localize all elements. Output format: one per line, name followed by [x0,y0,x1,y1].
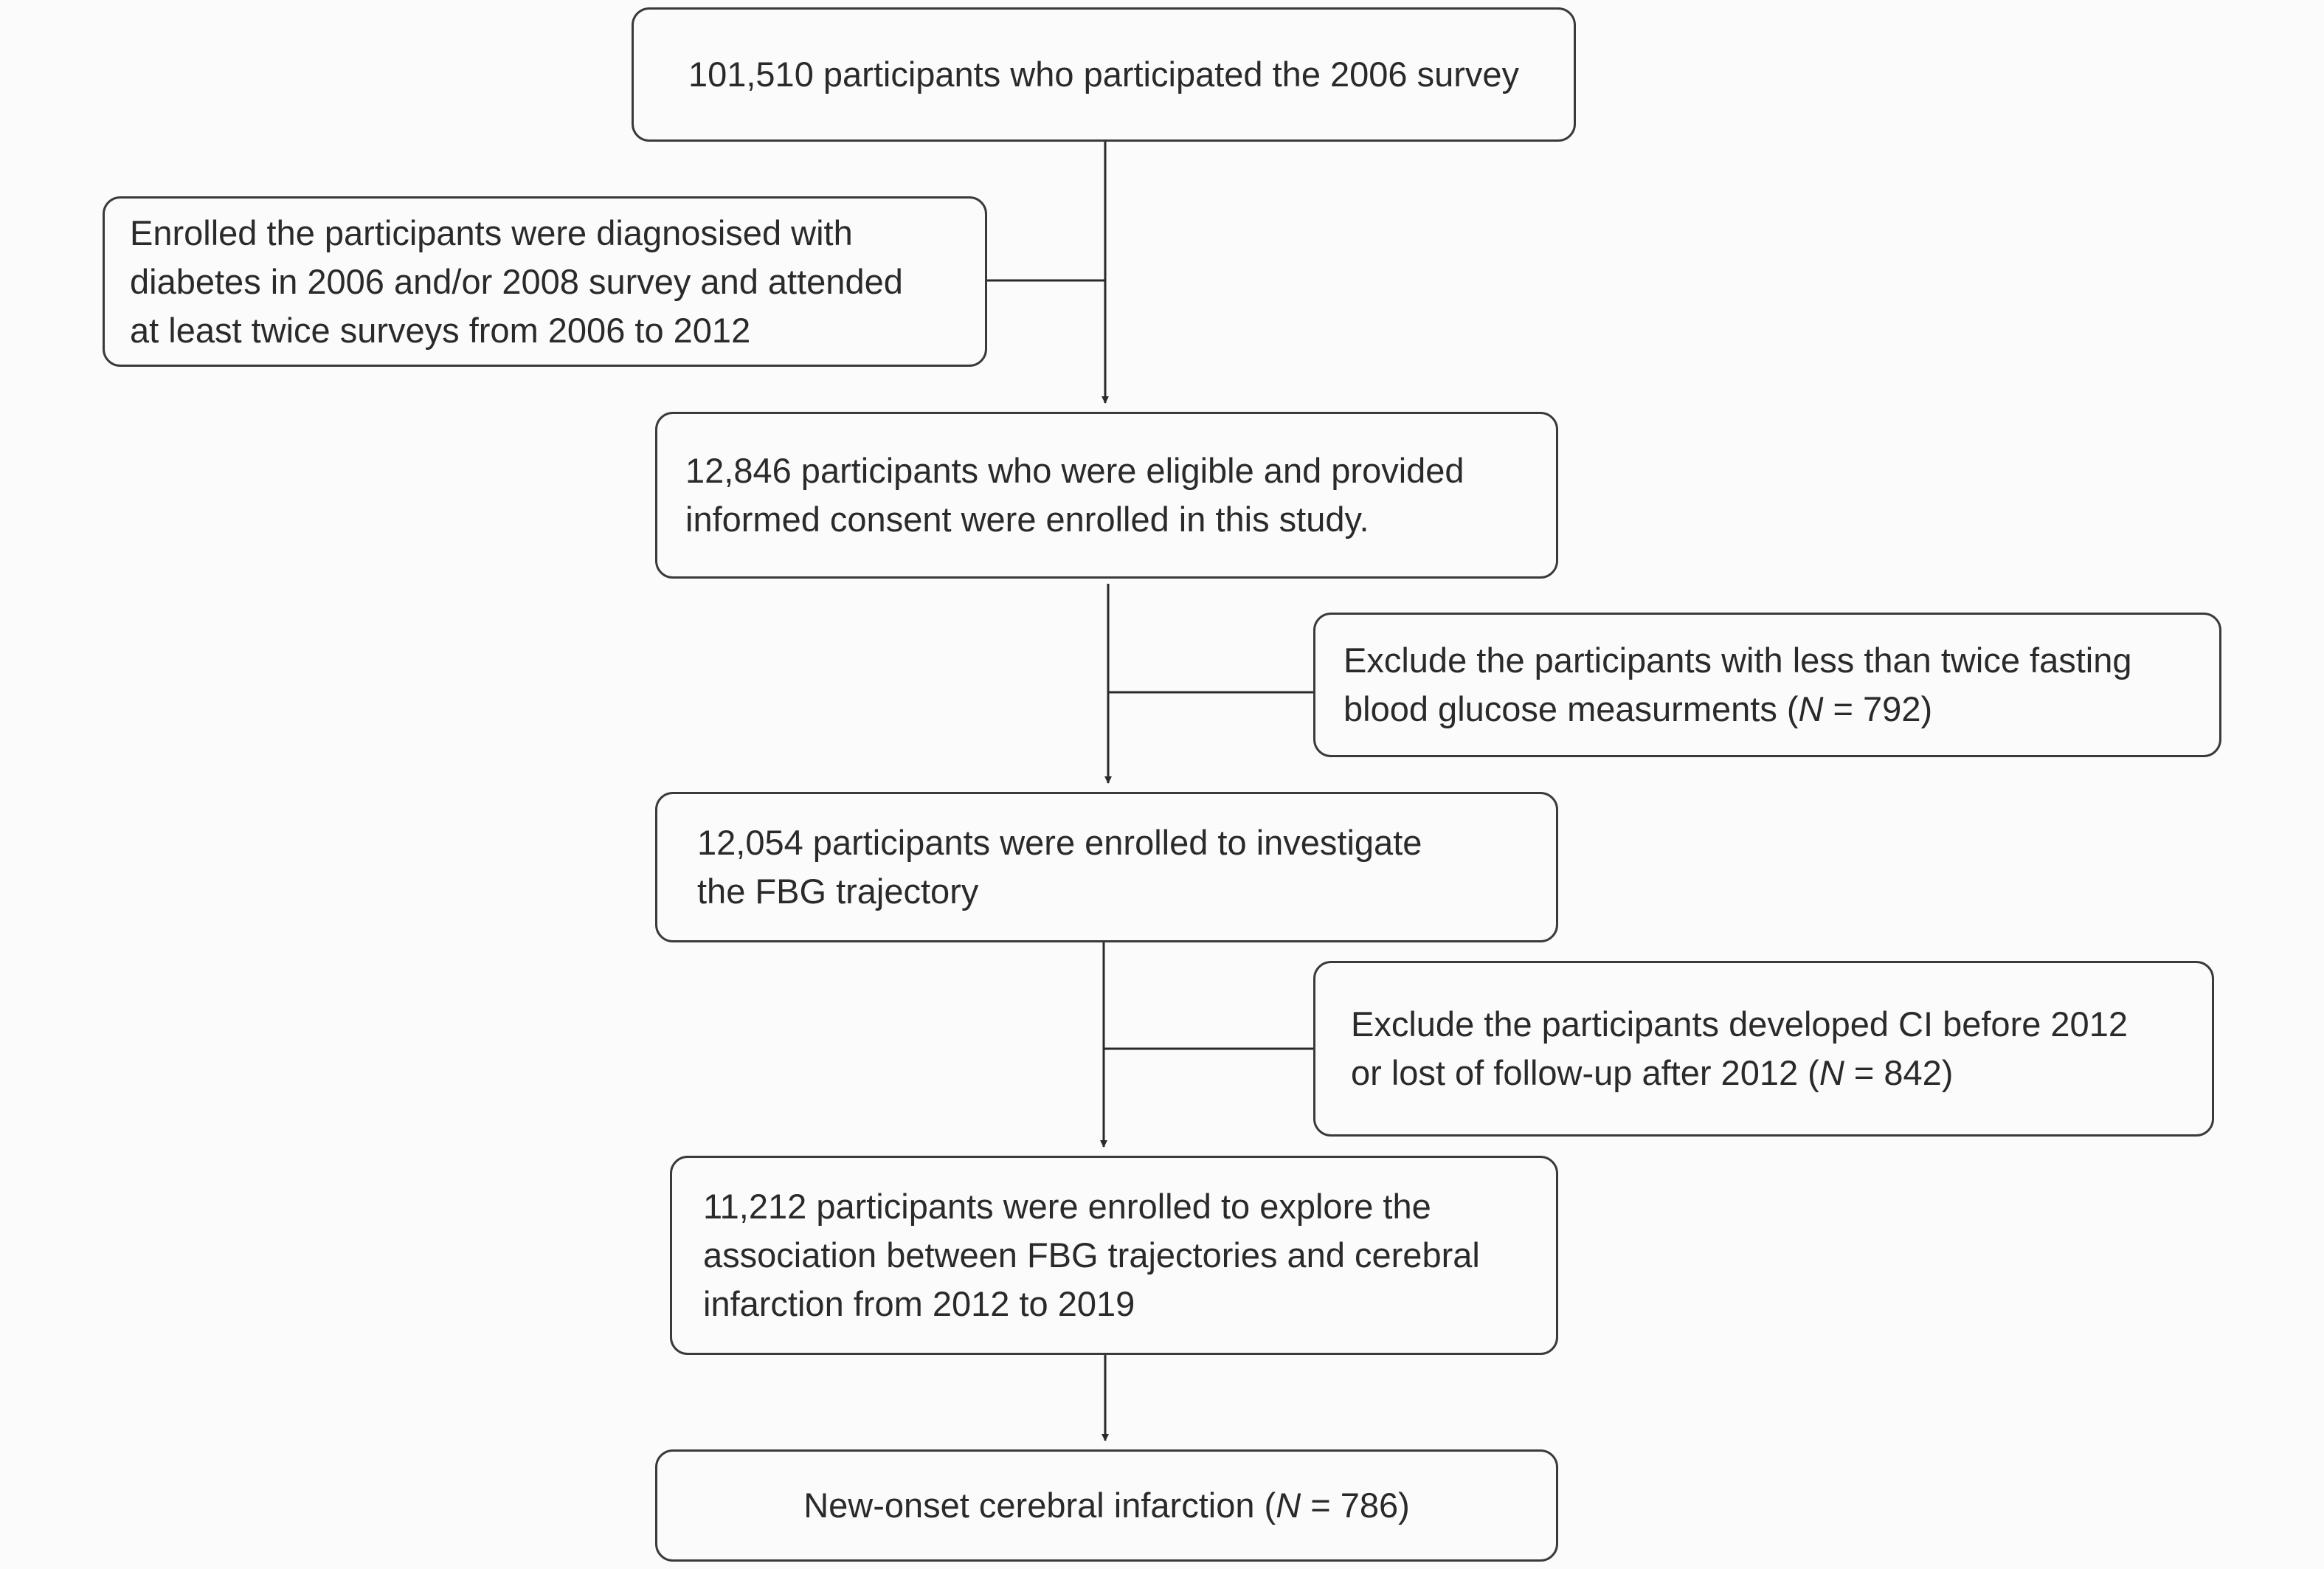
box-exclusion-fbg-measurements: Exclude the participants with less than … [1313,613,2221,757]
box-enrollment-criteria-line: at least twice surveys from 2006 to 2012 [130,310,751,350]
box-initial-participants: 101,510 participants who participated th… [632,7,1576,142]
outcome-count: = 786) [1301,1486,1410,1525]
n-symbol: N [1276,1486,1301,1525]
n-symbol: N [1798,689,1824,728]
box-enrollment-criteria-line: diabetes in 2006 and/or 2008 survey and … [130,261,903,301]
box-initial-participants-line: 101,510 participants who participated th… [688,55,1520,94]
exclusion-count: = 792) [1823,689,1933,728]
box-eligible-participants: 12,846 participants who were eligible an… [655,412,1558,579]
exclusion-text: blood glucose measurments ( [1343,689,1799,728]
box-enrollment-criteria-line: Enrolled the participants were diagnosis… [130,213,853,252]
box-association-cohort-line: 11,212 participants were enrolled to exp… [703,1187,1431,1226]
exclusion-text: or lost of follow-up after 2012 ( [1351,1053,1819,1092]
box-fbg-trajectory-cohort-line: the FBG trajectory [697,872,979,911]
box-exclusion-ci-followup-line: or lost of follow-up after 2012 (N = 842… [1351,1049,2128,1097]
box-exclusion-fbg-measurements-line: blood glucose measurments (N = 792) [1343,685,2132,734]
n-symbol: N [1819,1053,1844,1092]
box-association-cohort: 11,212 participants were enrolled to exp… [670,1156,1558,1355]
box-outcome-line: New-onset cerebral infarction (N = 786) [803,1481,1410,1530]
box-outcome-cerebral-infarction: New-onset cerebral infarction (N = 786) [655,1449,1558,1562]
exclusion-count: = 842) [1844,1053,1954,1092]
box-exclusion-ci-followup-line: Exclude the participants developed CI be… [1351,1004,2128,1044]
box-eligible-participants-line: informed consent were enrolled in this s… [685,500,1369,539]
box-association-cohort-line: association between FBG trajectories and… [703,1235,1480,1275]
box-enrollment-criteria: Enrolled the participants were diagnosis… [103,196,987,367]
box-fbg-trajectory-cohort-line: 12,054 participants were enrolled to inv… [697,823,1422,862]
box-association-cohort-line: infarction from 2012 to 2019 [703,1284,1135,1323]
outcome-text: New-onset cerebral infarction ( [803,1486,1276,1525]
box-eligible-participants-line: 12,846 participants who were eligible an… [685,451,1464,490]
box-fbg-trajectory-cohort: 12,054 participants were enrolled to inv… [655,792,1558,942]
box-exclusion-fbg-measurements-line: Exclude the participants with less than … [1343,641,2132,680]
box-exclusion-ci-followup: Exclude the participants developed CI be… [1313,961,2214,1137]
